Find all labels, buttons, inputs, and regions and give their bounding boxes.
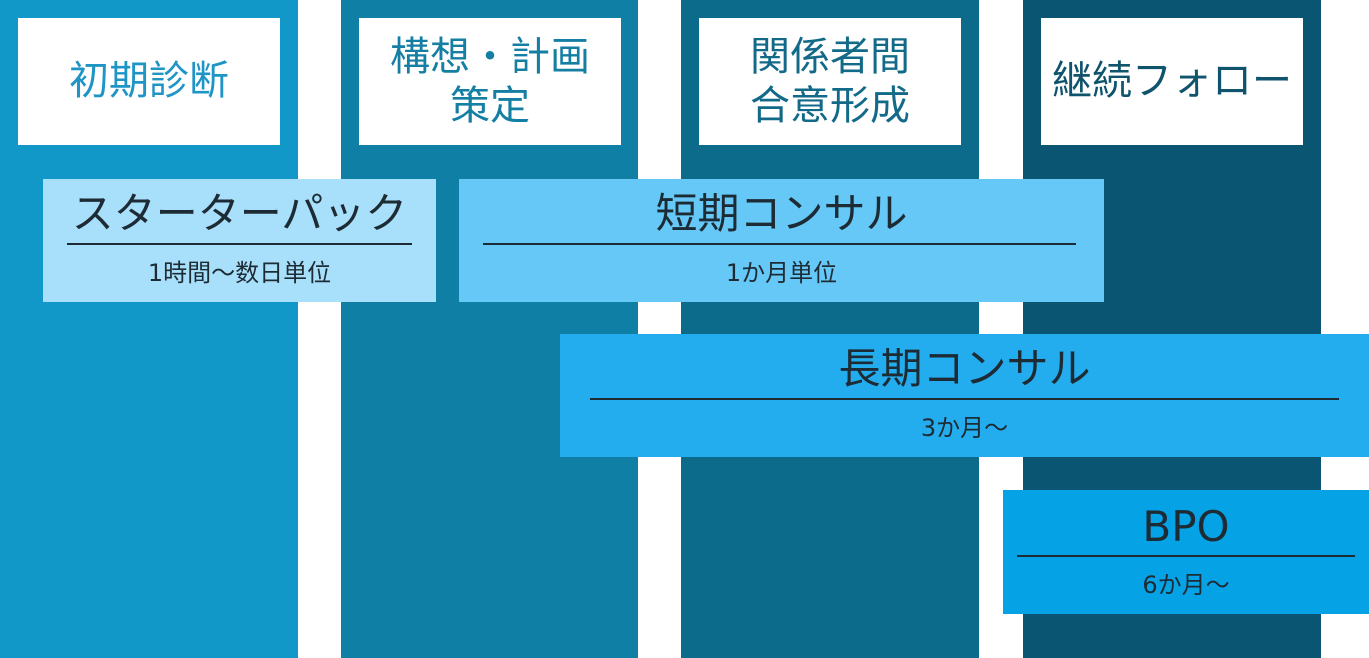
service-divider [1017,555,1355,557]
service-box-starter-pack: スターターパック 1時間〜数日単位 [43,179,436,302]
service-name: スターターパック [71,189,408,238]
service-name: 短期コンサル [655,189,908,238]
service-divider [67,243,412,245]
phase-label: 構想・計画 策定 [390,33,590,129]
service-divider [483,243,1076,245]
phase-header-consensus: 関係者間 合意形成 [699,18,961,145]
phase-header-planning: 構想・計画 策定 [359,18,621,145]
service-duration: 1時間〜数日単位 [147,259,332,287]
service-duration: 3か月〜 [920,414,1009,442]
phase-column-consensus: 関係者間 合意形成 [681,0,979,658]
service-divider [590,398,1339,400]
phase-label: 関係者間 合意形成 [750,33,910,129]
service-box-bpo: BPO 6か月〜 [1003,490,1369,614]
phase-column-planning: 構想・計画 策定 [341,0,638,658]
service-name: 長期コンサル [838,344,1091,393]
phase-label: 初期診断 [69,58,229,105]
phase-header-follow-up: 継続フォロー [1041,18,1303,145]
service-name: BPO [1142,502,1230,551]
service-duration: 6か月〜 [1142,571,1230,599]
phase-label: 継続フォロー [1052,58,1292,105]
service-box-short-term: 短期コンサル 1か月単位 [459,179,1104,302]
service-box-long-term: 長期コンサル 3か月〜 [560,334,1369,457]
phase-column-initial-diagnosis: 初期診断 [0,0,298,658]
phase-header-initial-diagnosis: 初期診断 [18,18,280,145]
service-duration: 1か月単位 [725,259,838,287]
